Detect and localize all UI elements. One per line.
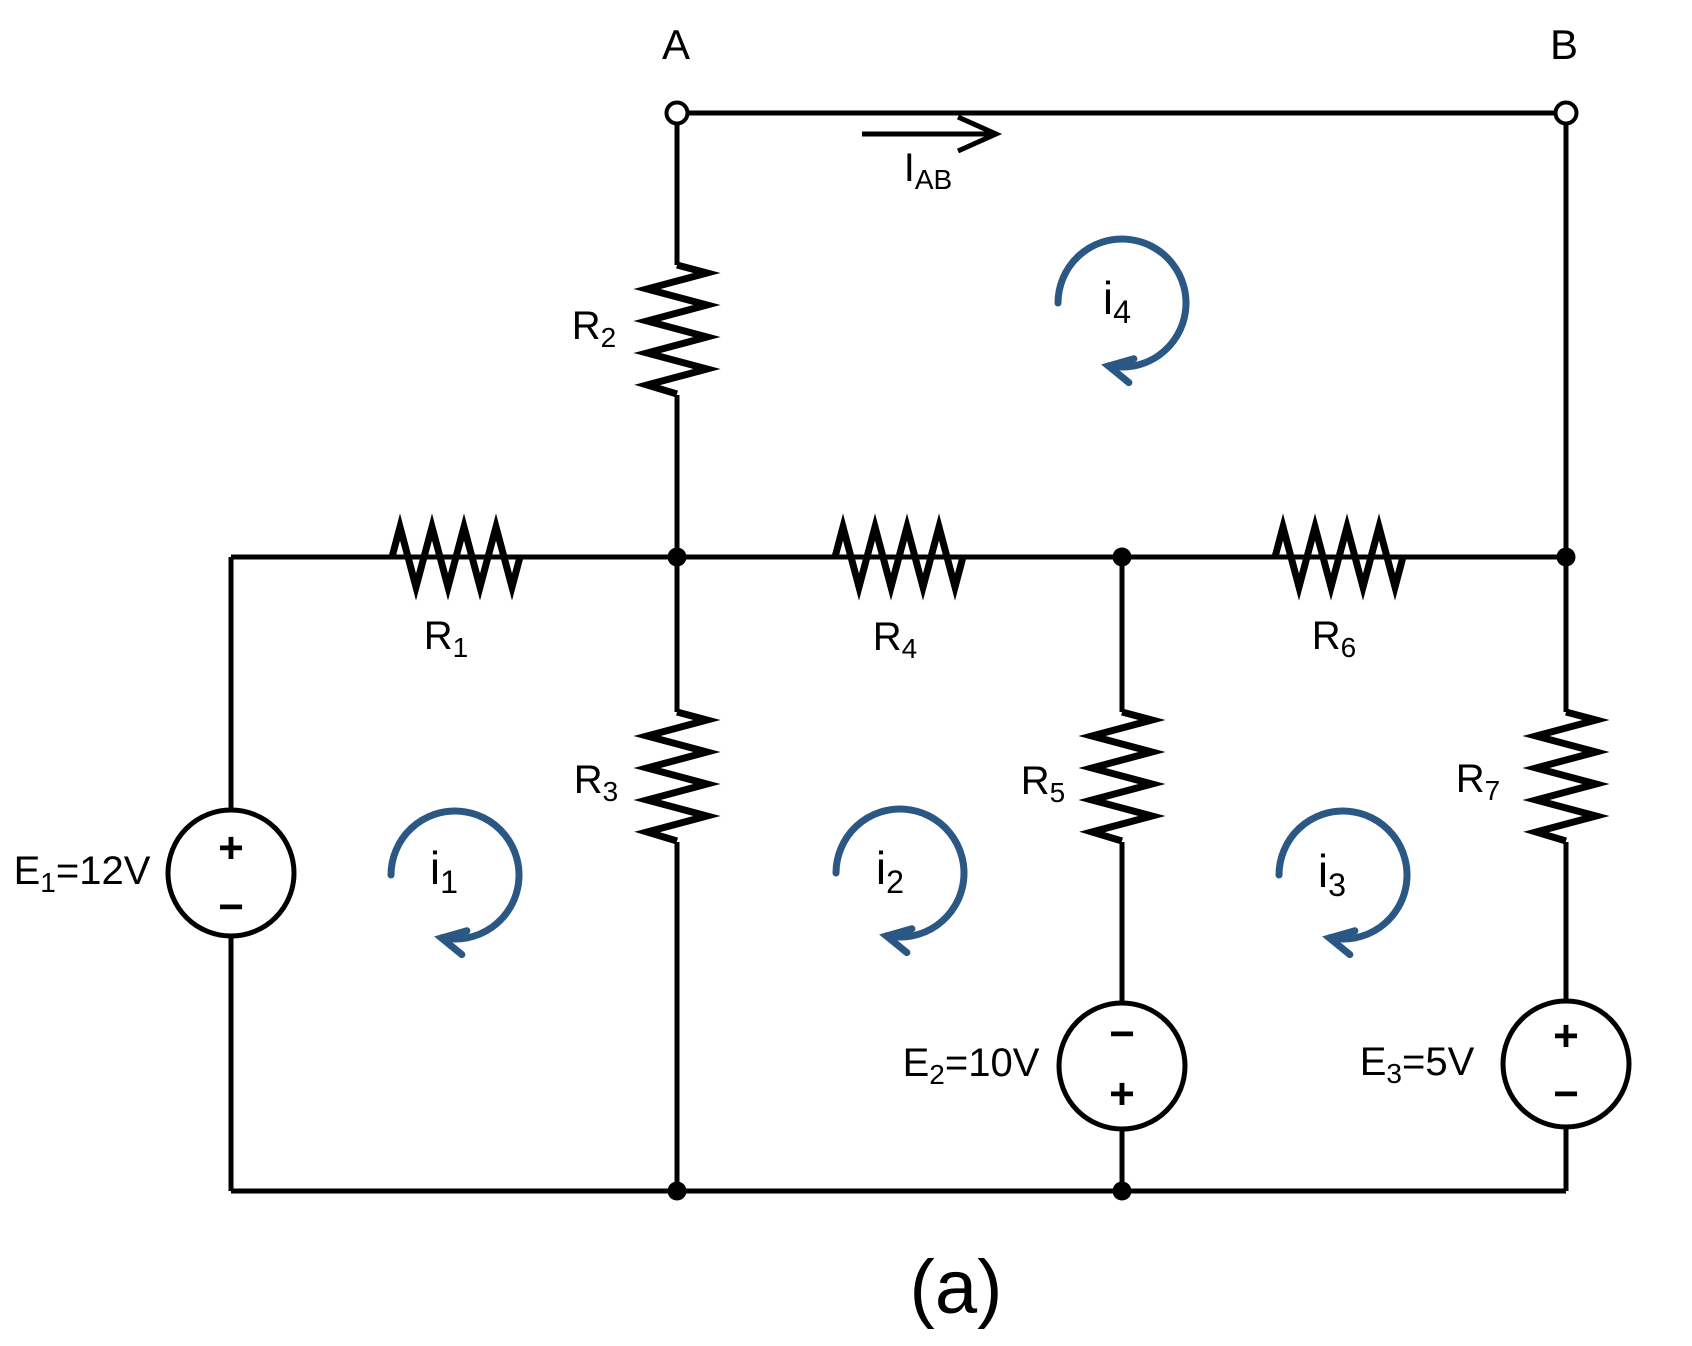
e2-minus-sign: − — [1109, 1010, 1135, 1059]
resistor-r3 — [647, 712, 707, 841]
resistor-r1 — [392, 527, 520, 587]
current-arrow-iab — [862, 114, 1003, 154]
mesh-current-i4-label: i4 — [1102, 272, 1132, 331]
e3-minus-sign: − — [1553, 1070, 1579, 1119]
resistor-r2-label: R2 — [571, 304, 617, 353]
node-a-terminal — [664, 100, 690, 126]
source-e1-label: E1=12V — [13, 849, 151, 898]
arrow-head-icon — [956, 114, 1003, 154]
resistor-r4 — [835, 527, 963, 587]
resistor-r5 — [1092, 712, 1152, 841]
e3-plus-sign: + — [1553, 1012, 1579, 1061]
mesh-current-i2-label: i2 — [875, 842, 905, 901]
source-e2-label: E2=10V — [902, 1041, 1040, 1090]
junction-dot — [667, 1181, 687, 1201]
resistor-r1-label: R1 — [423, 614, 469, 663]
resistor-r5-label: R5 — [1020, 759, 1066, 808]
junction-dot — [667, 547, 687, 567]
resistor-r7-label: R7 — [1455, 757, 1501, 806]
resistor-r2 — [647, 265, 707, 394]
junction-dot — [1112, 1181, 1132, 1201]
resistor-r7 — [1536, 712, 1596, 841]
resistor-group — [392, 265, 1596, 841]
mesh-current-i3-label: i3 — [1317, 845, 1347, 904]
terminal-group — [664, 100, 1579, 126]
e2-plus-sign: + — [1109, 1070, 1135, 1119]
source-e3-label: E3=5V — [1359, 1040, 1475, 1089]
resistor-r6-label: R6 — [1311, 614, 1357, 663]
source-group — [165, 807, 1632, 1132]
junction-dot-group — [667, 547, 1576, 1201]
node-b-terminal — [1553, 100, 1579, 126]
voltage-source-e1-circle — [165, 807, 297, 939]
resistor-r4-label: R4 — [872, 615, 918, 664]
node-a-label: A — [661, 21, 691, 68]
resistor-r3-label: R3 — [573, 758, 619, 807]
e1-plus-sign: + — [218, 824, 244, 873]
resistor-r6 — [1275, 527, 1403, 587]
voltage-source-e3-circle — [1500, 998, 1632, 1130]
voltage-source-e2-circle — [1056, 1000, 1188, 1132]
junction-dot — [1556, 547, 1576, 567]
mesh-current-i1-label: i1 — [429, 842, 459, 901]
branch-current-label: IAB — [903, 146, 953, 195]
source-polarity-group: + − − + + − — [218, 824, 1579, 1119]
figure-caption: (a) — [909, 1245, 1003, 1330]
e1-minus-sign: − — [218, 883, 244, 932]
node-b-label: B — [1549, 21, 1579, 68]
junction-dot — [1112, 547, 1132, 567]
